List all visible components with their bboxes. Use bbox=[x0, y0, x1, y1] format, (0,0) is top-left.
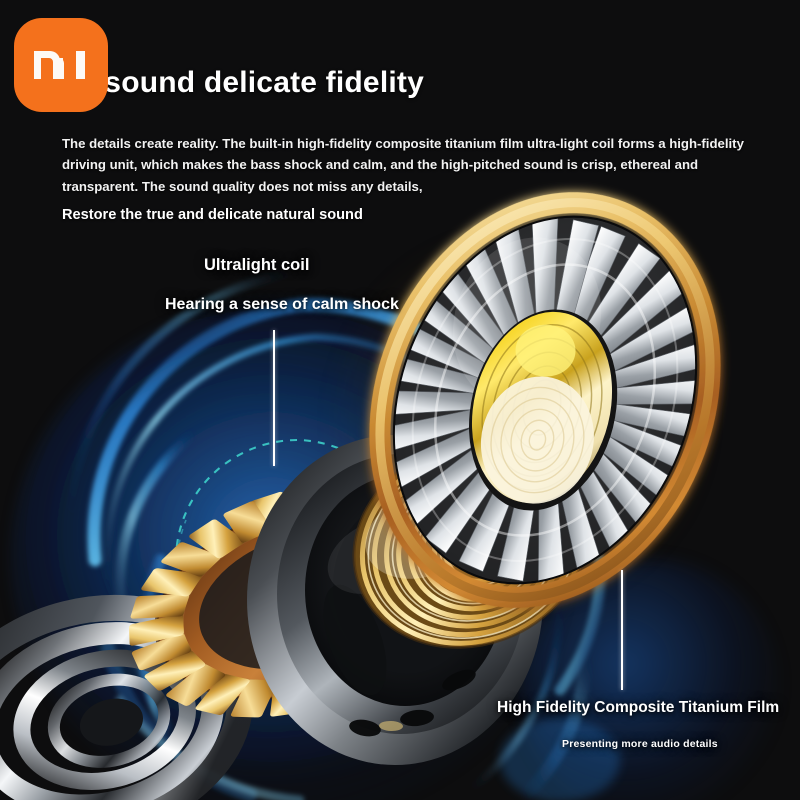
label-calm-shock: Hearing a sense of calm shock bbox=[165, 296, 399, 313]
mi-wordmark-icon bbox=[34, 51, 85, 79]
description-text: The details create reality. The built-in… bbox=[62, 133, 752, 228]
page-title: ck sound delicate fidelity bbox=[62, 66, 424, 99]
center-dome bbox=[469, 309, 618, 511]
leader-line-titanium-film bbox=[621, 570, 623, 690]
mi-logo[interactable] bbox=[14, 18, 108, 112]
leader-line-coil bbox=[273, 330, 275, 466]
label-ultralight-coil: Ultralight coil bbox=[204, 256, 310, 274]
description-restore-line: Restore the true and delicate natural so… bbox=[62, 207, 363, 224]
label-titanium-film: High Fidelity Composite Titanium Film bbox=[497, 699, 780, 716]
description-paragraph: The details create reality. The built-in… bbox=[62, 136, 744, 194]
label-audio-details: Presenting more audio details bbox=[562, 738, 718, 750]
